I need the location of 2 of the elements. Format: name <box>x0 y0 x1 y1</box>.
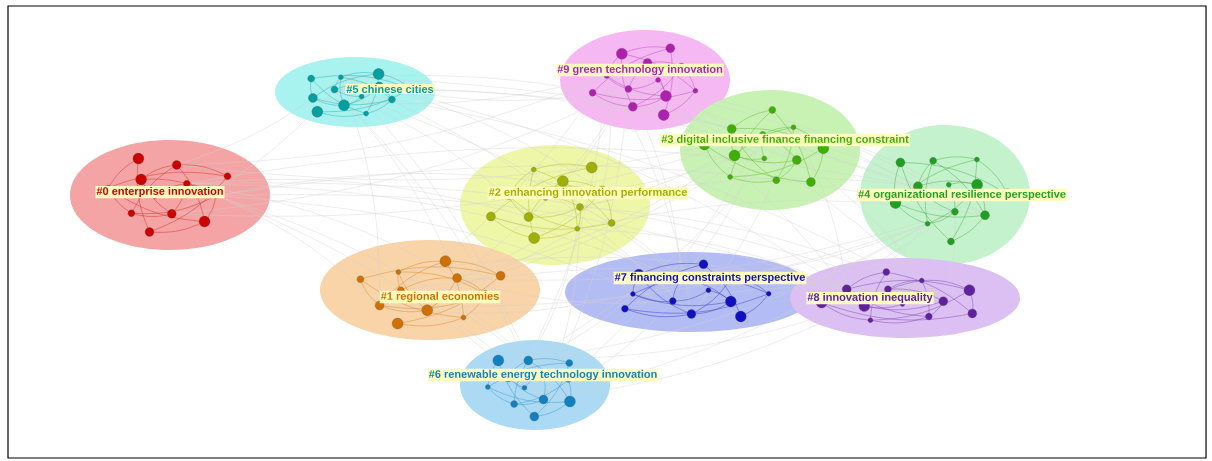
cluster-label: #6 renewable energy technology innovation <box>427 368 659 382</box>
cluster-label: #5 chinese cities <box>345 83 435 95</box>
